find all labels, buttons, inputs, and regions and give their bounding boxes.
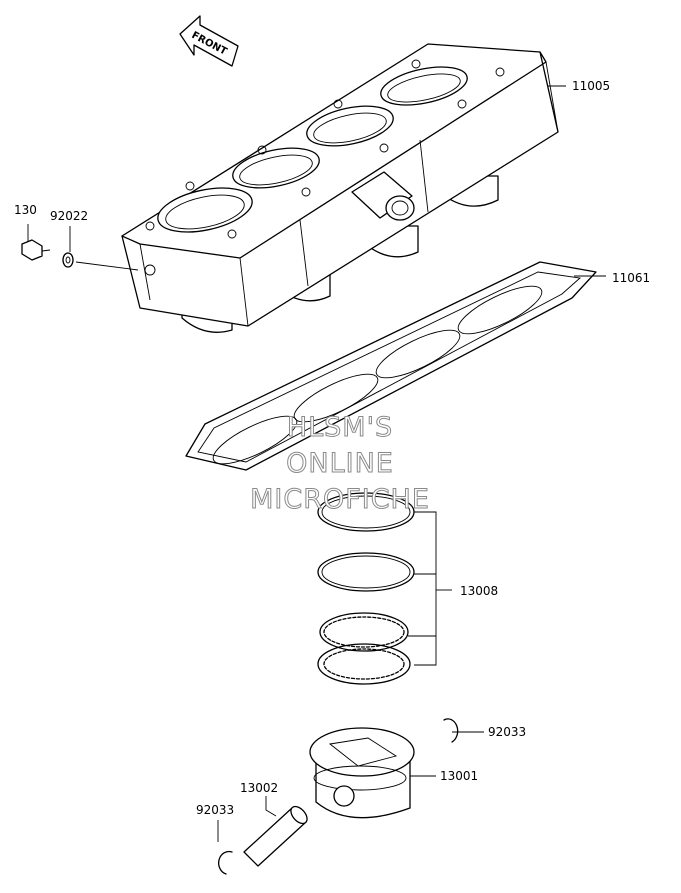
watermark-line-3: MICROFICHE [250,484,430,515]
watermark: HLSM'S ONLINE MICROFICHE [250,412,430,516]
label-13008: 13008 [460,584,498,598]
circlip-right [443,718,459,743]
label-92022: 92022 [50,209,88,223]
bolt-130 [21,239,51,261]
front-arrow-icon: FRONT [179,15,239,67]
label-11005: 11005 [572,79,610,93]
label-11061: 11061 [612,271,650,285]
washer-92022 [62,252,74,268]
piston-ring-set [317,492,415,685]
piston-pin [243,805,308,867]
label-92033-right: 92033 [488,725,526,739]
piston [309,727,415,819]
watermark-line-1: HLSM'S [287,412,393,443]
label-92033-left: 92033 [196,803,234,817]
cylinder-block [121,43,559,333]
leader-lines [27,85,606,842]
label-13002: 13002 [240,781,278,795]
circlip-left [218,850,233,875]
cylinder-gasket [185,261,597,471]
watermark-line-2: ONLINE [286,448,394,479]
label-130: 130 [14,203,37,217]
label-13001: 13001 [440,769,478,783]
